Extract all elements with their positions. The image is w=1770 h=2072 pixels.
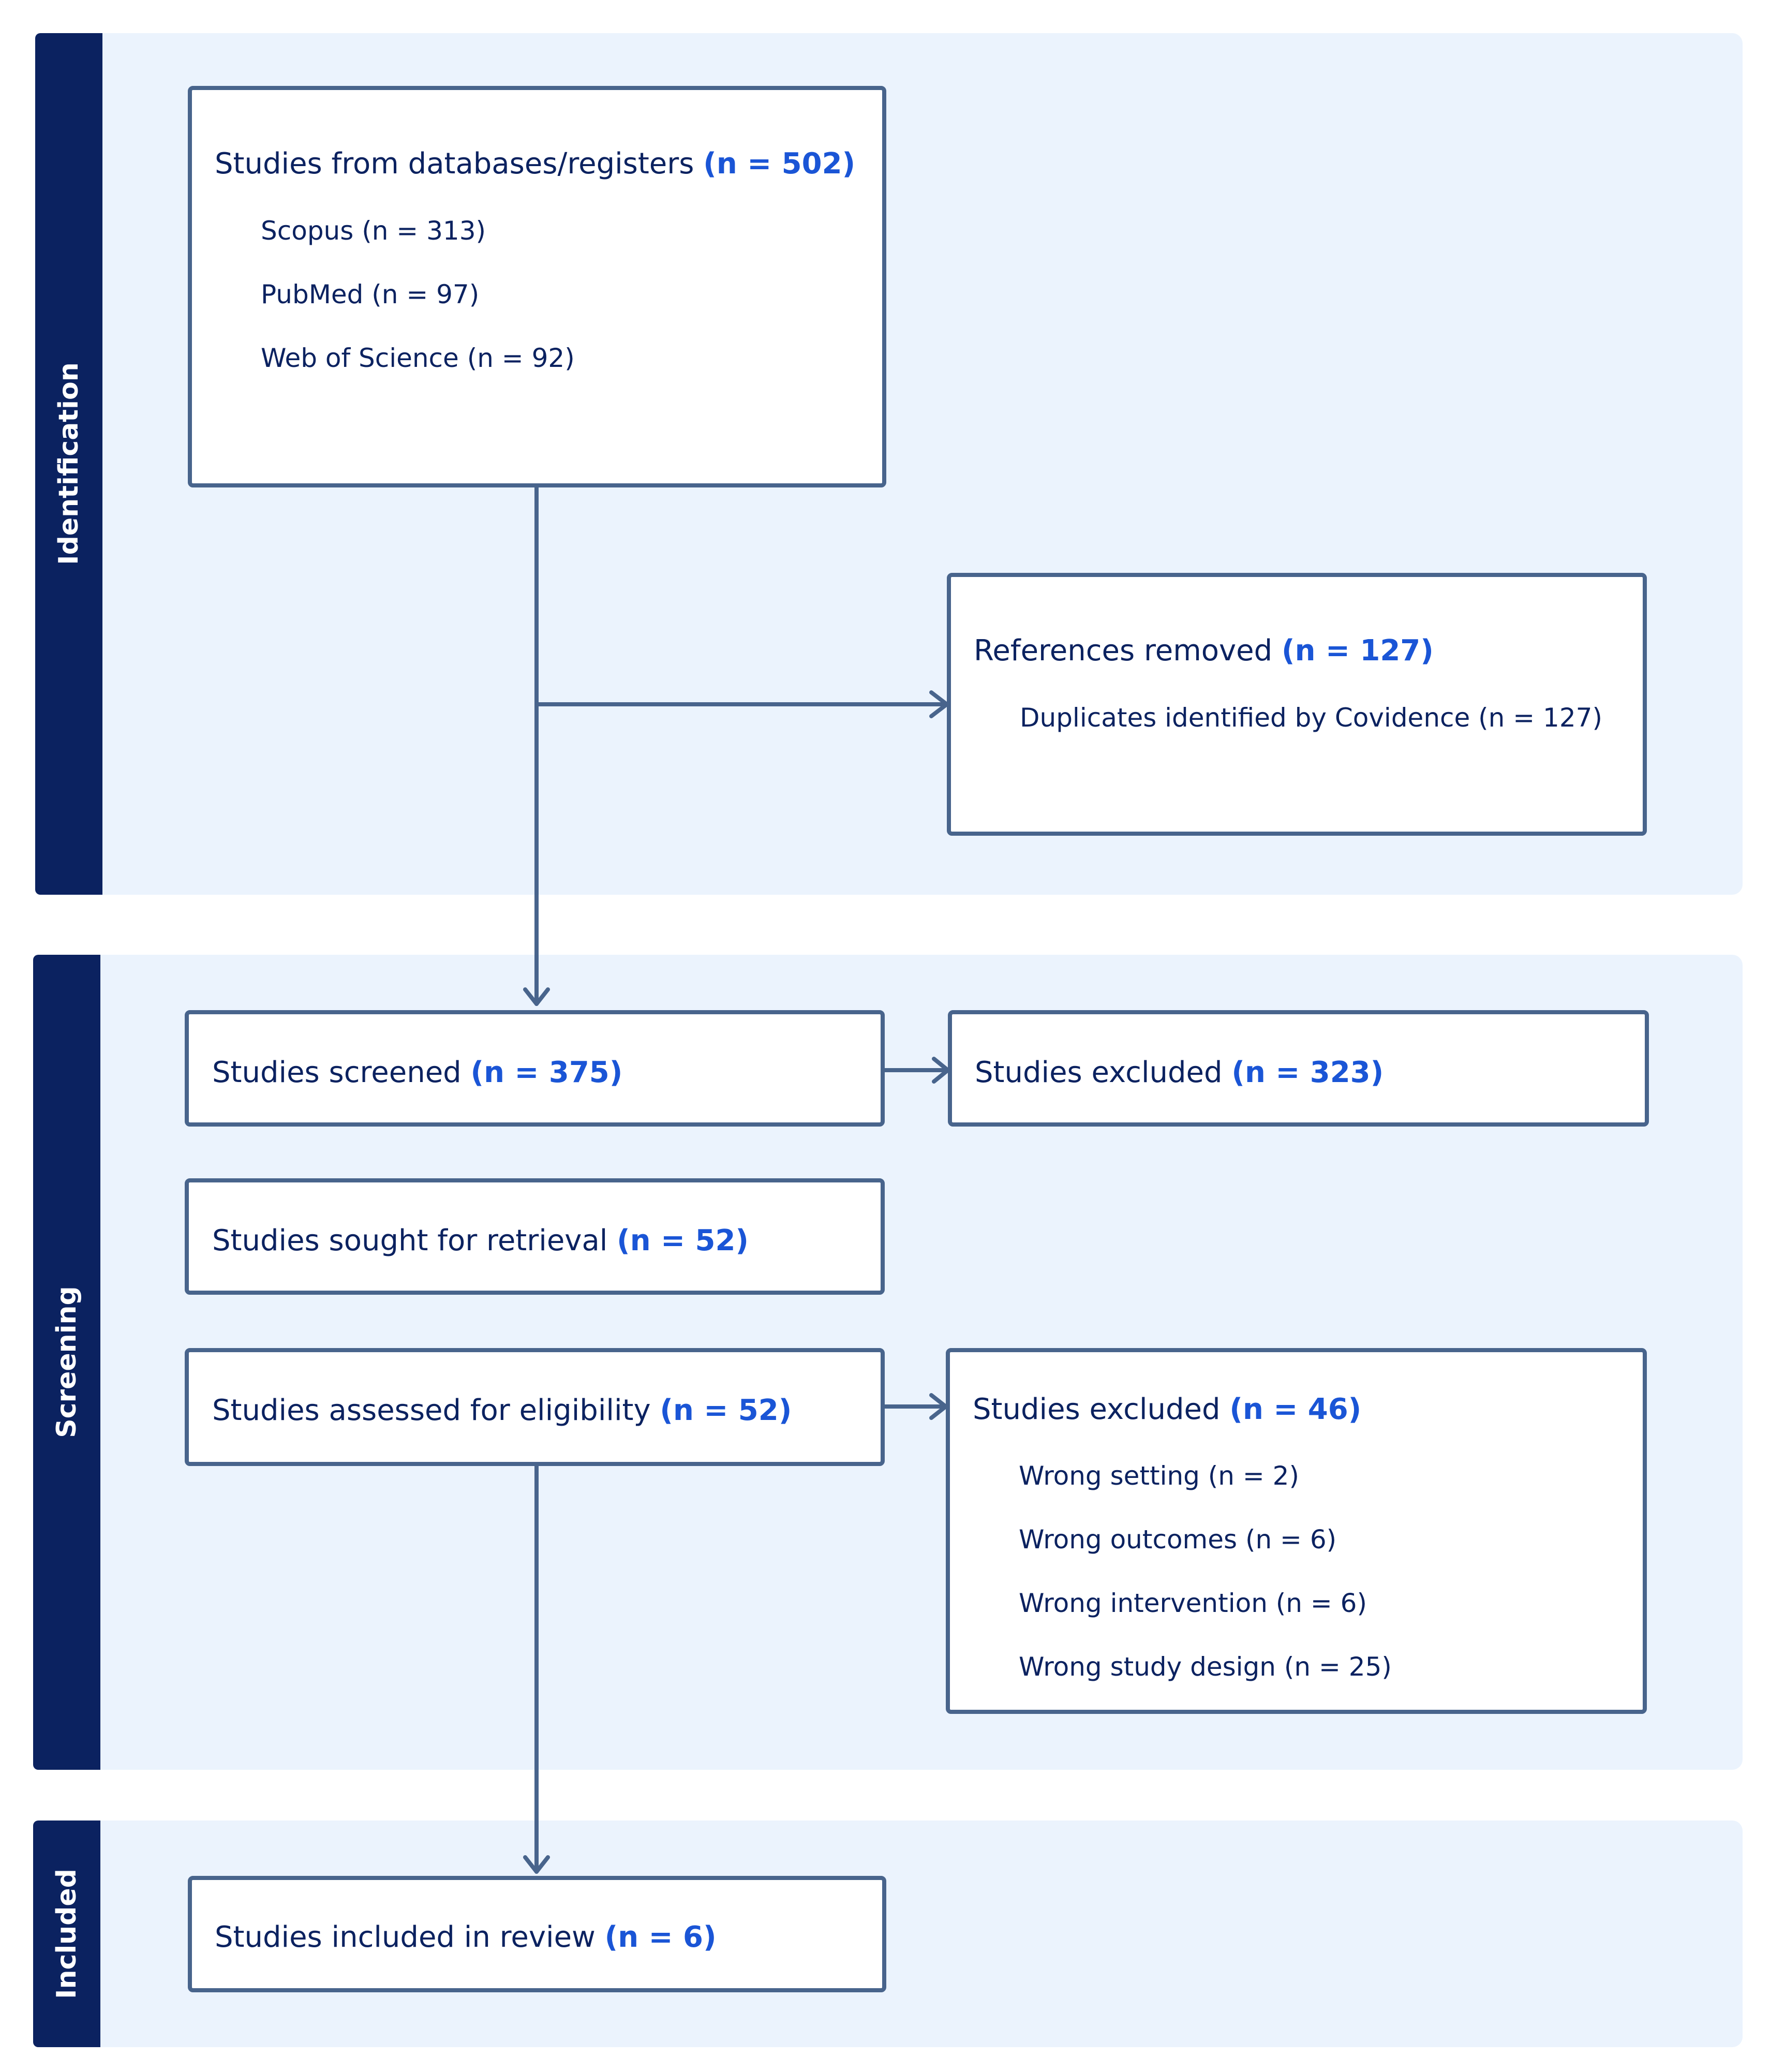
arrowhead-to-included [523,1855,550,1874]
studies-excluded-eligibility-label: Studies excluded [973,1393,1221,1426]
studies-screened-count: (n = 375) [470,1056,623,1089]
references-removed-label: References removed [974,634,1273,668]
studies-excluded-screening-count: (n = 323) [1231,1056,1384,1089]
studies-assessed-count: (n = 52) [660,1394,792,1427]
identification-phase-bar [35,33,102,895]
databases-box: Studies from databases/registers (n = 50… [188,86,886,487]
database-item-scopus: Scopus (n = 313) [261,216,486,246]
database-item-web-of-science: Web of Science (n = 92) [261,343,575,373]
included-phase-bar [33,1821,100,2047]
removed-item-duplicates: Duplicates identified by Covidence (n = … [1020,703,1602,733]
screening-phase-bar [33,955,100,1770]
studies-excluded-screening-box: Studies excluded (n = 323) [948,1010,1649,1127]
references-removed-count: (n = 127) [1281,634,1434,668]
arrowhead-to-screened [523,987,550,1006]
studies-excluded-eligibility-box: Studies excluded (n = 46) Wrong setting … [946,1348,1647,1714]
exclusion-reason-outcomes: Wrong outcomes (n = 6) [1019,1525,1337,1555]
studies-assessed-label: Studies assessed for eligibility [212,1394,651,1427]
studies-included-count: (n = 6) [604,1920,717,1954]
studies-excluded-screening-label: Studies excluded [975,1056,1223,1089]
exclusion-reason-study-design: Wrong study design (n = 25) [1019,1652,1392,1682]
database-item-pubmed: PubMed (n = 97) [261,279,480,309]
studies-screened-label: Studies screened [212,1056,462,1089]
studies-sought-label: Studies sought for retrieval [212,1224,608,1257]
exclusion-reason-setting: Wrong setting (n = 2) [1019,1461,1299,1491]
databases-count: (n = 502) [703,147,856,181]
studies-excluded-eligibility-count: (n = 46) [1229,1393,1362,1426]
studies-included-label: Studies included in review [215,1920,596,1954]
references-removed-box: References removed (n = 127) Duplicates … [947,573,1647,836]
exclusion-reason-intervention: Wrong intervention (n = 6) [1019,1588,1367,1618]
studies-assessed-box: Studies assessed for eligibility (n = 52… [185,1348,885,1466]
studies-sought-count: (n = 52) [617,1224,749,1257]
databases-label: Studies from databases/registers [215,147,694,181]
studies-sought-box: Studies sought for retrieval (n = 52) [185,1178,885,1295]
studies-screened-box: Studies screened (n = 375) [185,1010,885,1127]
studies-included-box: Studies included in review (n = 6) [188,1876,886,1992]
